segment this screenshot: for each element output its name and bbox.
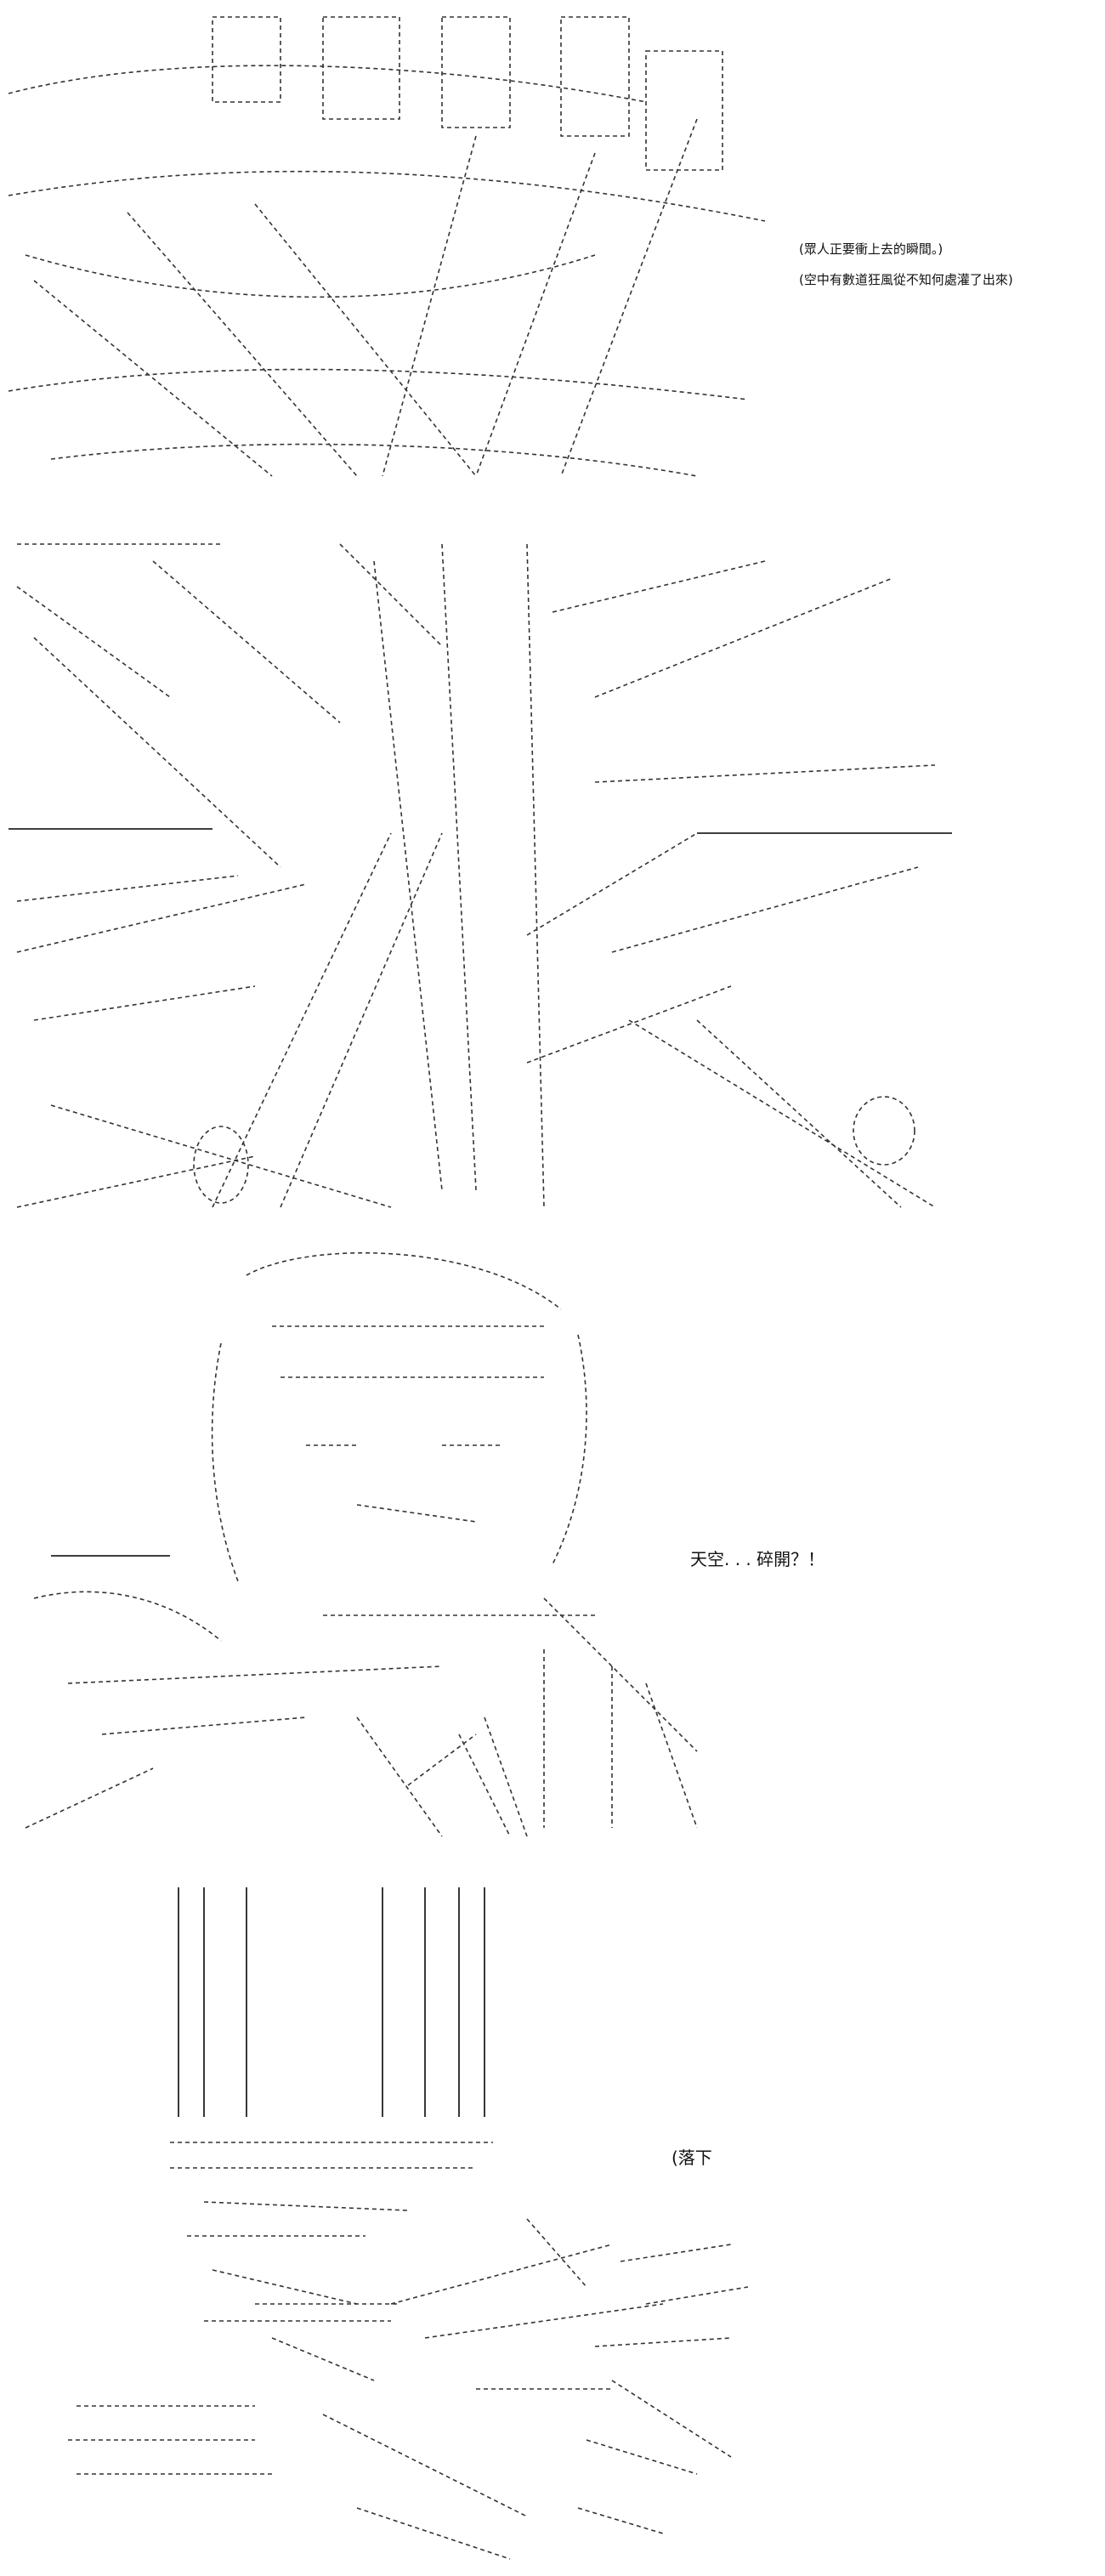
ascii-art-battle-scene xyxy=(8,543,952,1208)
ascii-art-falling-figure xyxy=(68,1887,749,2560)
panel-1: (眾人正要衝上去的瞬間。) (空中有數道狂風從不知何處灌了出來) xyxy=(0,0,1105,502)
caption-crowd-rush: (眾人正要衝上去的瞬間。) xyxy=(799,241,944,257)
ascii-art-character-portrait xyxy=(25,1251,698,1837)
panel-2 xyxy=(0,510,1105,1233)
ascii-art-wind-title xyxy=(8,16,766,477)
caption-wind-burst: (空中有數道狂風從不知何處灌了出來) xyxy=(799,272,1013,287)
panel-3: 天空. . . 碎開？！ xyxy=(0,1241,1105,1853)
panel-4: (落下 xyxy=(0,1862,1105,2576)
caption-sky-shatters: 天空. . . 碎開？！ xyxy=(690,1549,825,1569)
caption-falling: (落下 xyxy=(672,2148,712,2168)
